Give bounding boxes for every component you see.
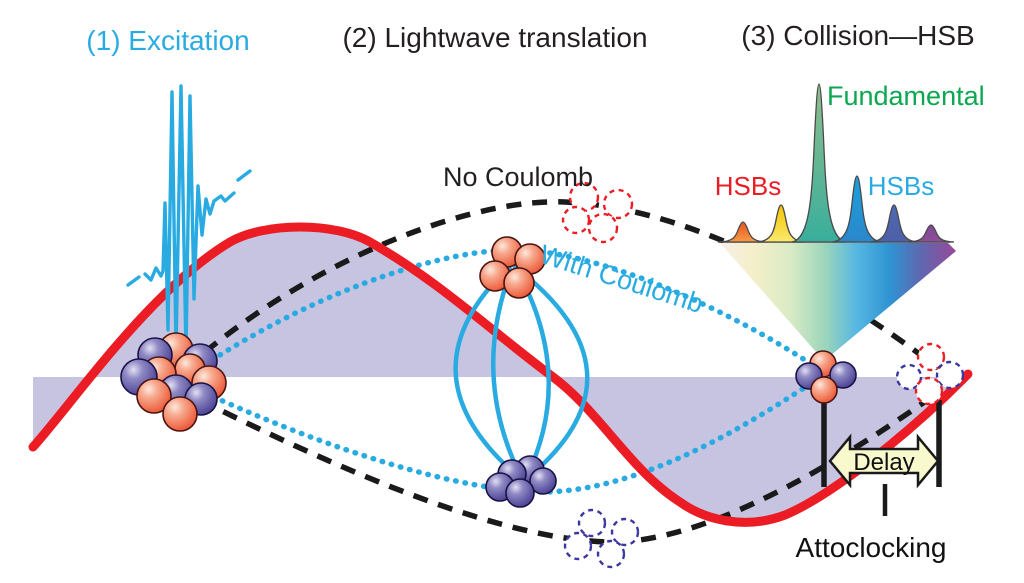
- spectrum-peak-HSB+1: [831, 175, 883, 243]
- hsbs-left-label: HSBs: [715, 171, 781, 201]
- attoclock-marks: [821, 396, 942, 516]
- delay-arrow: [828, 433, 940, 489]
- spectrum-peak-Fundamental: [791, 83, 847, 243]
- electron-wavepacket: [479, 236, 546, 299]
- electron-hole-cluster: [120, 332, 227, 432]
- field-shaded-area: [33, 227, 968, 523]
- with-coulomb-label: With Coulomb: [536, 239, 707, 319]
- spectrum-fan: [720, 243, 956, 361]
- hole-wavepacket: [485, 455, 557, 508]
- panel-1-label: (1) Excitation: [86, 25, 249, 56]
- ghost-cluster-mixed: [895, 342, 965, 406]
- spectrum-peak-HSB-2: [718, 221, 768, 243]
- ghost-cluster-red: [561, 181, 634, 244]
- no-coulomb-path-lower: [198, 391, 938, 545]
- with-coulomb-path-lower: [202, 381, 813, 495]
- fundamental-label: Fundamental: [827, 81, 985, 111]
- collision-cluster: [795, 350, 857, 404]
- delay-label: Delay: [853, 449, 914, 476]
- spectrum-peaks: [718, 83, 955, 243]
- spectrum-peak-HSB-1: [756, 204, 806, 243]
- panel-2-label: (2) Lightwave translation: [342, 22, 647, 53]
- hsbs-right-label: HSBs: [868, 171, 934, 201]
- ghost-cluster-purple: [563, 508, 640, 569]
- spectrum-peak-HSB+3: [907, 224, 955, 243]
- laser-field-wave: [28, 222, 973, 527]
- spectrum-peak-HSB+2: [869, 204, 919, 243]
- no-coulomb-label: No Coulomb: [443, 162, 593, 192]
- attoclocking-label: Attoclocking: [796, 532, 947, 563]
- panel-3-label: (3) Collision—HSB: [741, 20, 974, 51]
